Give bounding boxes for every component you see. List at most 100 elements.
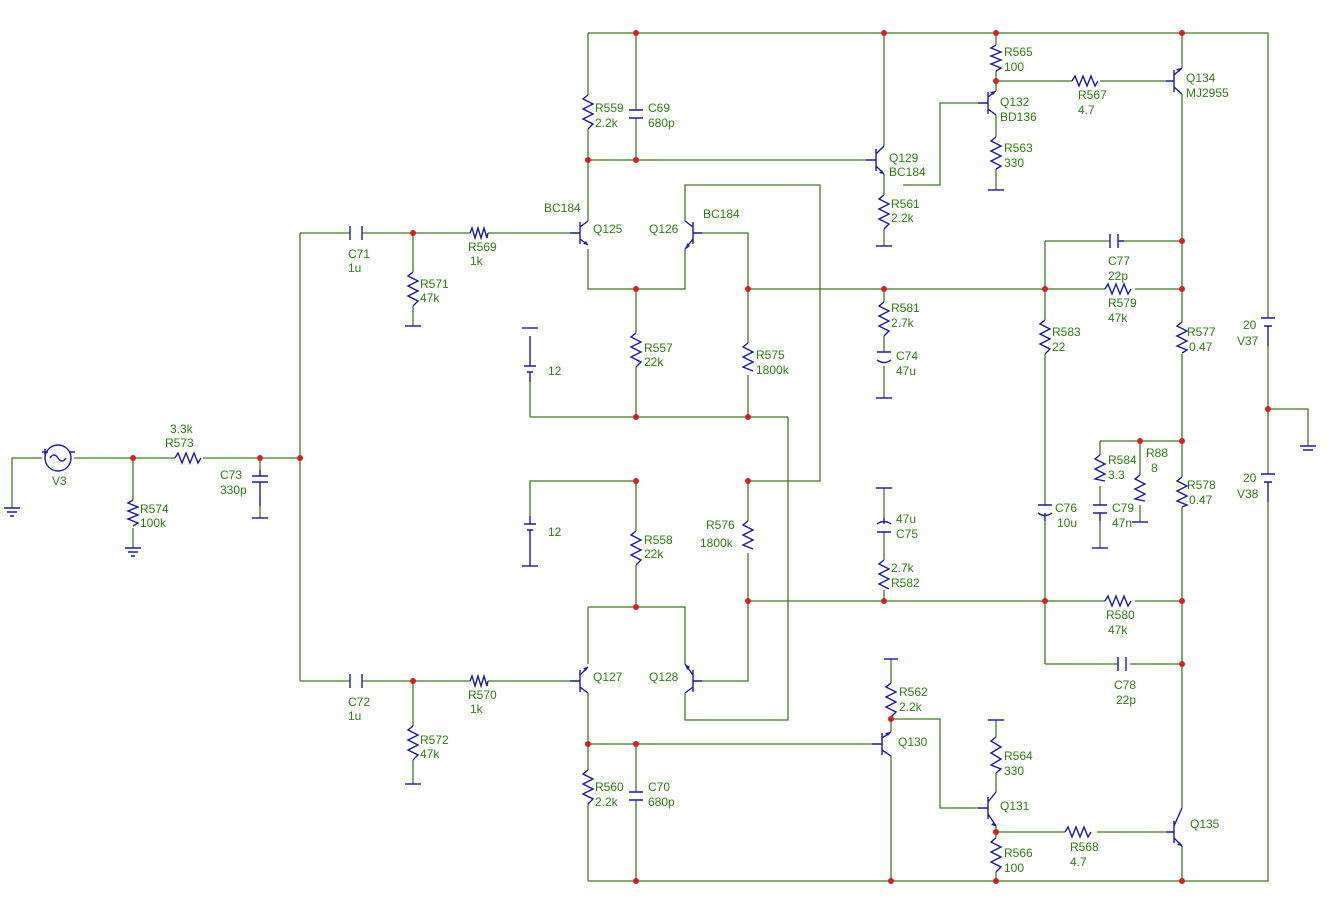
r557-ref-label: R557: [644, 341, 673, 355]
c69-value-label: 680p: [648, 116, 675, 130]
c77-value-label: 22p: [1108, 269, 1128, 283]
q125-model-label: BC184: [544, 201, 581, 215]
c71-ref-label: C71: [348, 247, 370, 261]
r560-value-label: 2.2k: [595, 795, 619, 809]
r565-value-label: 100: [1004, 60, 1024, 74]
v38-value-label: 20: [1243, 471, 1257, 485]
r88-ref-label: R88: [1146, 446, 1168, 460]
c70-value-label: 680p: [648, 795, 675, 809]
r572-ref-label: R572: [420, 733, 449, 747]
q127-ref-label: Q127: [593, 670, 623, 684]
r573-ref-label: R573: [165, 436, 194, 450]
r567-ref-label: R567: [1078, 88, 1107, 102]
r573-value-label: 3.3k: [170, 422, 194, 436]
r559-value-label: 2.2k: [595, 116, 619, 130]
component-labels: V3 3.3k R573 R574 100k C73 330p C71 1u R…: [52, 45, 1259, 875]
c79-ref-label: C79: [1112, 501, 1134, 515]
r561-value-label: 2.2k: [891, 211, 915, 225]
capacitor-plates: [252, 109, 1127, 801]
c74-ref-label: C74: [896, 349, 918, 363]
c73-value-label: 330p: [220, 483, 247, 497]
v37-ref-label: V37: [1237, 334, 1259, 348]
r577-value-label: 0.47: [1189, 340, 1213, 354]
r564-ref-label: R564: [1004, 749, 1033, 763]
r566-ref-label: R566: [1004, 846, 1033, 860]
r579-value-label: 47k: [1108, 311, 1128, 325]
resistor-zigzags: [126, 44, 1189, 873]
c78-value-label: 22p: [1116, 693, 1136, 707]
r565-ref-label: R565: [1004, 45, 1033, 59]
ground-symbols: [4, 189, 1316, 785]
c69-ref-label: C69: [648, 101, 670, 115]
q132-model-label: BD136: [1000, 110, 1037, 124]
q129-model-label: BC184: [889, 165, 926, 179]
c76-value-label: 10u: [1057, 516, 1077, 530]
r570-value-label: 1k: [470, 702, 484, 716]
q128-ref-label: Q128: [649, 670, 679, 684]
r580-ref-label: R580: [1106, 608, 1135, 622]
battery-2-value-label: 12: [548, 525, 562, 539]
r576-ref-label: R576: [706, 518, 735, 532]
q131-ref-label: Q131: [1000, 799, 1030, 813]
q132-ref-label: Q132: [1000, 95, 1030, 109]
r569-ref-label: R569: [468, 240, 497, 254]
v38-ref-label: V38: [1237, 487, 1259, 501]
c73-ref-label: C73: [220, 468, 242, 482]
transistor-symbols: [570, 67, 1183, 847]
r88-value-label: 8: [1151, 461, 1158, 475]
r574-value-label: 100k: [140, 516, 167, 530]
q135-ref-label: Q135: [1190, 817, 1220, 831]
r568-value-label: 4.7: [1070, 855, 1087, 869]
q126-model-label: BC184: [703, 207, 740, 221]
r562-value-label: 2.2k: [899, 700, 923, 714]
r560-ref-label: R560: [595, 780, 624, 794]
r571-value-label: 47k: [420, 291, 440, 305]
q134-model-label: MJ2955: [1186, 86, 1229, 100]
q129-ref-label: Q129: [889, 151, 919, 165]
c70-ref-label: C70: [648, 780, 670, 794]
c78-ref-label: C78: [1114, 678, 1136, 692]
junction-dots: [130, 30, 1271, 884]
component-symbols: [4, 44, 1316, 873]
c72-value-label: 1u: [348, 709, 361, 723]
r558-value-label: 22k: [644, 547, 664, 561]
battery-symbols: [524, 317, 1275, 566]
q125-ref-label: Q125: [593, 222, 623, 236]
r583-ref-label: R583: [1052, 325, 1081, 339]
r578-value-label: 0.47: [1189, 493, 1213, 507]
c76-ref-label: C76: [1055, 501, 1077, 515]
r582-value-label: 2.7k: [891, 561, 915, 575]
r580-value-label: 47k: [1108, 623, 1128, 637]
r581-value-label: 2.7k: [891, 316, 915, 330]
r584-ref-label: R584: [1108, 453, 1137, 467]
r574-ref-label: R574: [140, 502, 169, 516]
v3-ref-label: V3: [52, 474, 67, 488]
r575-ref-label: R575: [756, 348, 785, 362]
battery-1-value-label: 12: [548, 364, 562, 378]
r562-ref-label: R562: [899, 685, 928, 699]
v37-value-label: 20: [1243, 318, 1257, 332]
r578-ref-label: R578: [1187, 478, 1216, 492]
r563-ref-label: R563: [1004, 141, 1033, 155]
r568-ref-label: R568: [1070, 840, 1099, 854]
r583-value-label: 22: [1052, 340, 1066, 354]
q134-ref-label: Q134: [1186, 71, 1216, 85]
r582-ref-label: R582: [891, 576, 920, 590]
r577-ref-label: R577: [1187, 325, 1216, 339]
c72-ref-label: C72: [348, 695, 370, 709]
q126-ref-label: Q126: [649, 222, 679, 236]
r581-ref-label: R581: [891, 301, 920, 315]
c77-ref-label: C77: [1108, 254, 1130, 268]
r570-ref-label: R570: [468, 688, 497, 702]
r557-value-label: 22k: [644, 355, 664, 369]
c71-value-label: 1u: [348, 261, 361, 275]
r584-value-label: 3.3: [1108, 468, 1125, 482]
c74-value-label: 47u: [896, 364, 916, 378]
r571-ref-label: R571: [420, 277, 449, 291]
r579-ref-label: R579: [1108, 296, 1137, 310]
r559-ref-label: R559: [595, 101, 624, 115]
r569-value-label: 1k: [470, 254, 484, 268]
r567-value-label: 4.7: [1078, 103, 1095, 117]
